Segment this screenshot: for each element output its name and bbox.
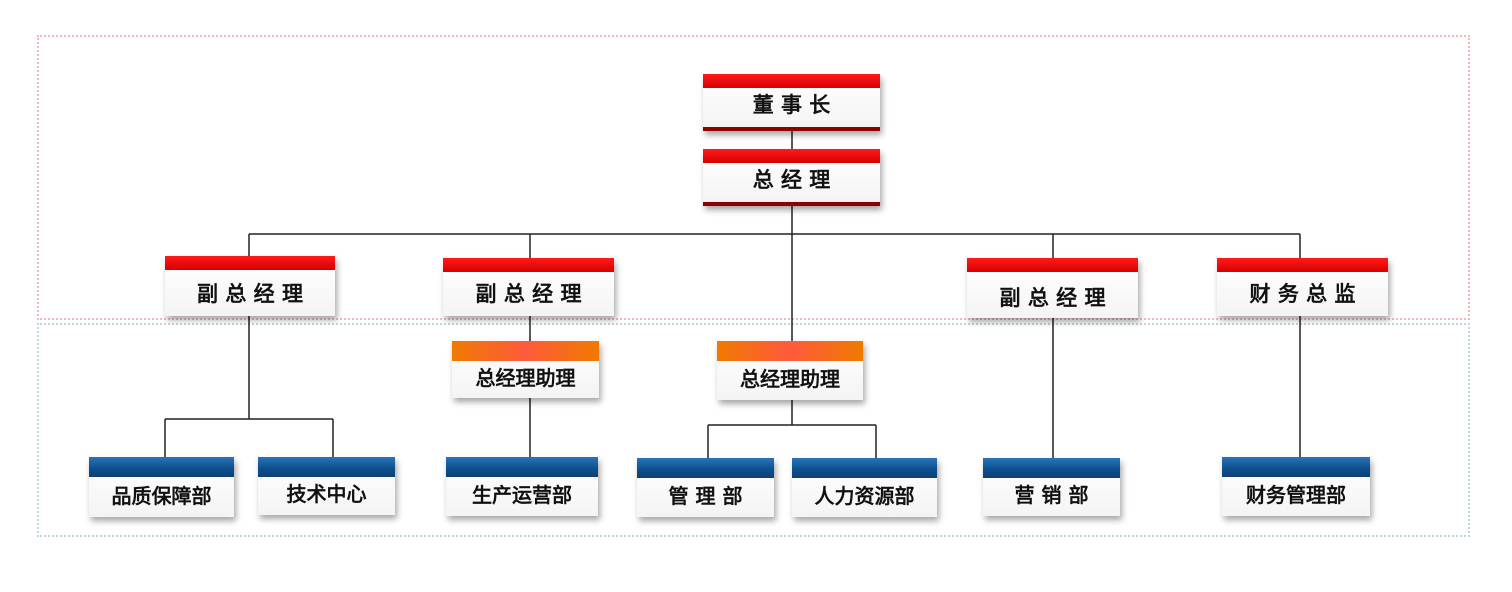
management-zone — [37, 35, 1470, 320]
node-bar — [703, 149, 880, 163]
node-label: 总 经 理 — [752, 168, 831, 192]
node-dept-production: 生产运营部 — [446, 457, 598, 516]
node-bar — [717, 341, 863, 361]
node-bar — [446, 457, 598, 477]
node-label: 董 事 长 — [752, 93, 831, 117]
node-label: 财 务 总 监 — [1249, 282, 1356, 306]
node-label: 总经理助理 — [740, 367, 840, 391]
node-chairman: 董 事 长 — [703, 74, 880, 131]
node-general-manager: 总 经 理 — [703, 149, 880, 206]
node-label: 管 理 部 — [668, 484, 743, 508]
node-dept-hr: 人力资源部 — [792, 458, 937, 517]
node-bar — [637, 458, 774, 478]
node-bar — [89, 457, 234, 477]
node-bar — [983, 458, 1120, 478]
node-assistant-2: 总经理助理 — [717, 341, 863, 400]
node-dept-sales: 营 销 部 — [983, 458, 1120, 516]
node-bar — [792, 458, 937, 478]
node-bar — [443, 258, 614, 272]
node-dept-tech: 技术中心 — [258, 457, 395, 515]
node-label: 技术中心 — [286, 482, 367, 506]
node-label: 品质保障部 — [111, 484, 212, 508]
node-bar — [967, 258, 1138, 272]
node-dept-finance: 财务管理部 — [1222, 457, 1370, 516]
node-bar — [1222, 457, 1370, 477]
node-bar — [452, 341, 599, 361]
node-label: 副 总 经 理 — [475, 282, 582, 306]
department-zone — [37, 323, 1470, 537]
node-bar — [258, 457, 395, 477]
node-dept-admin: 管 理 部 — [637, 458, 774, 517]
node-bar — [165, 256, 335, 270]
node-vp-3: 副 总 经 理 — [967, 258, 1138, 318]
node-label: 生产运营部 — [472, 483, 572, 507]
node-label: 副 总 经 理 — [999, 286, 1106, 310]
node-assistant-1: 总经理助理 — [452, 341, 599, 398]
node-label: 财务管理部 — [1246, 483, 1346, 507]
node-vp-2: 副 总 经 理 — [443, 258, 614, 316]
node-cfo: 财 务 总 监 — [1217, 258, 1388, 316]
node-label: 营 销 部 — [1014, 483, 1089, 507]
node-label: 总经理助理 — [475, 366, 576, 390]
node-bar — [1217, 258, 1388, 272]
node-label: 人力资源部 — [814, 484, 915, 508]
node-dept-quality: 品质保障部 — [89, 457, 234, 517]
node-label: 副 总 经 理 — [197, 282, 303, 306]
node-vp-1: 副 总 经 理 — [165, 256, 335, 316]
node-bar — [703, 74, 880, 88]
